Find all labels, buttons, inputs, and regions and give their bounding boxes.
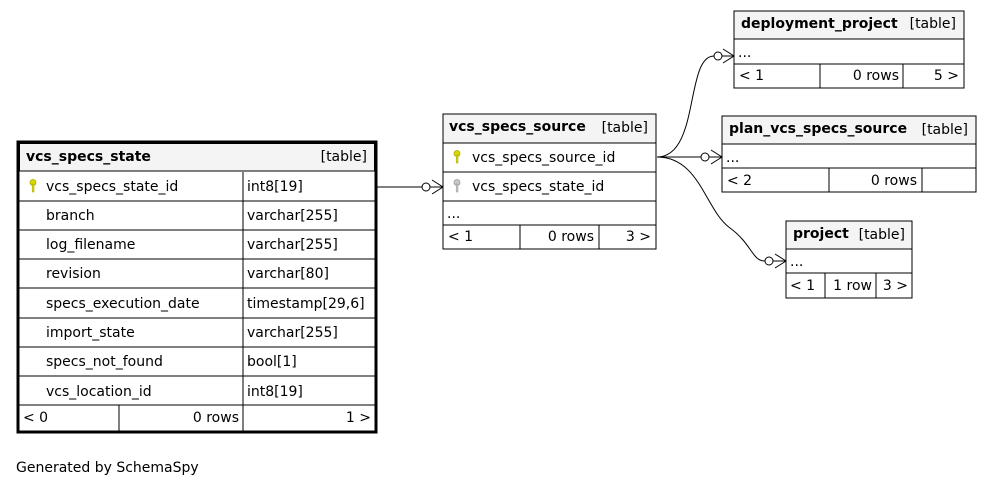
more-columns-ellipsis: ... bbox=[726, 150, 739, 166]
parents-count: < 1 bbox=[448, 229, 473, 245]
table-vcs-specs-state[interactable]: vcs_specs_state [table] vcs_specs_state_… bbox=[16, 140, 378, 434]
children-count: 3 > bbox=[883, 278, 908, 294]
table-title: vcs_specs_state bbox=[26, 149, 151, 165]
table-plan-vcs-specs-source[interactable]: plan_vcs_specs_source [table] ... < 2 0 … bbox=[721, 115, 977, 193]
parents-count: < 0 bbox=[23, 410, 48, 426]
children-count: 1 > bbox=[346, 410, 371, 426]
table-title: plan_vcs_specs_source bbox=[729, 121, 907, 137]
table-type-tag: [table] bbox=[910, 16, 956, 32]
edge-source-to-state bbox=[376, 179, 444, 195]
table-title: deployment_project bbox=[741, 16, 898, 32]
column-type: int8[19] bbox=[247, 179, 303, 195]
column-name: specs_not_found bbox=[46, 354, 163, 370]
column-type: timestamp[29,6] bbox=[247, 296, 365, 312]
parents-count: < 2 bbox=[727, 173, 752, 189]
row-count: 0 rows bbox=[193, 410, 239, 426]
column-type: varchar[80] bbox=[247, 266, 329, 282]
children-count: 5 > bbox=[934, 68, 959, 84]
more-columns-ellipsis: ... bbox=[790, 254, 803, 270]
column-name: vcs_specs_state_id bbox=[46, 179, 178, 195]
parents-count: < 1 bbox=[739, 68, 764, 84]
row-count: 0 rows bbox=[548, 229, 594, 245]
table-deployment-project[interactable]: deployment_project [table] ... < 1 0 row… bbox=[733, 10, 965, 89]
column-name: vcs_specs_source_id bbox=[472, 150, 615, 166]
table-title: vcs_specs_source bbox=[449, 119, 586, 135]
primary-key-icon bbox=[29, 179, 37, 193]
column-name: vcs_specs_state_id bbox=[472, 179, 604, 195]
column-name: revision bbox=[46, 266, 101, 282]
table-project[interactable]: project [table] ... < 1 1 row 3 > bbox=[785, 220, 913, 299]
edge-deployment-to-source bbox=[656, 48, 735, 158]
column-type: varchar[255] bbox=[247, 237, 338, 253]
column-name: log_filename bbox=[46, 237, 135, 253]
table-type-tag: [table] bbox=[321, 149, 367, 165]
foreign-key-icon bbox=[453, 179, 461, 193]
primary-key-icon bbox=[453, 150, 461, 164]
children-count: 3 > bbox=[626, 229, 651, 245]
column-name: branch bbox=[46, 208, 95, 224]
column-type: int8[19] bbox=[247, 384, 303, 400]
edge-plan-to-source bbox=[657, 149, 723, 165]
table-type-tag: [table] bbox=[602, 120, 648, 136]
table-type-tag: [table] bbox=[859, 227, 905, 243]
column-name: specs_execution_date bbox=[46, 296, 200, 312]
column-name: import_state bbox=[46, 325, 135, 341]
column-name: vcs_location_id bbox=[46, 384, 152, 400]
more-columns-ellipsis: ... bbox=[738, 45, 751, 61]
row-count: 1 row bbox=[833, 278, 872, 294]
column-type: varchar[255] bbox=[247, 325, 338, 341]
edge-project-to-source bbox=[656, 156, 787, 269]
generated-by-footer: Generated by SchemaSpy bbox=[16, 460, 199, 476]
row-count: 0 rows bbox=[871, 173, 917, 189]
more-columns-ellipsis: ... bbox=[447, 206, 460, 222]
row-count: 0 rows bbox=[853, 68, 899, 84]
table-type-tag: [table] bbox=[922, 122, 968, 138]
table-title: project bbox=[793, 226, 849, 242]
parents-count: < 1 bbox=[790, 278, 815, 294]
table-vcs-specs-source[interactable]: vcs_specs_source [table] vcs_specs_sourc… bbox=[442, 113, 657, 250]
column-type: varchar[255] bbox=[247, 208, 338, 224]
column-type: bool[1] bbox=[247, 354, 297, 370]
